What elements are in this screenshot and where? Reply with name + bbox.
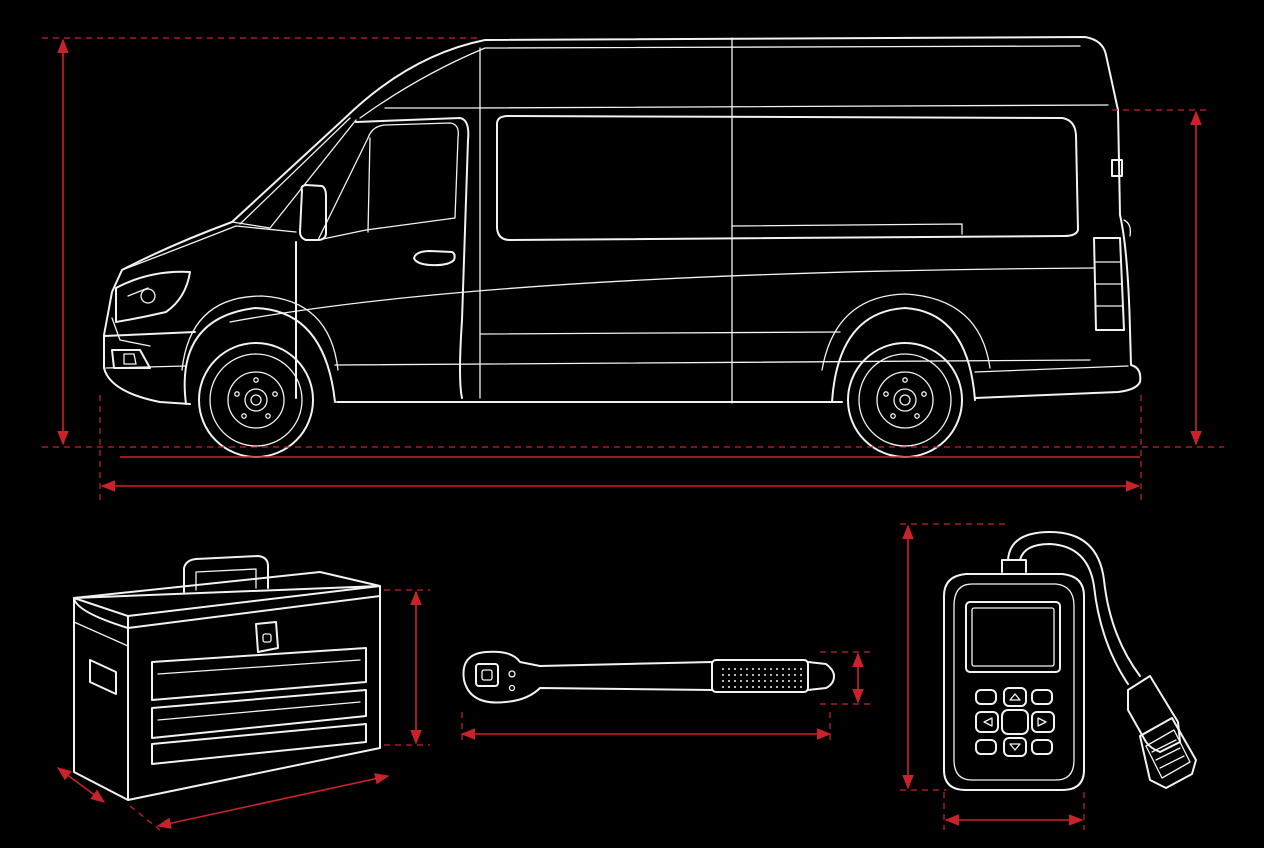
- cargo-van-side-view-icon: [103, 36, 1142, 458]
- obd-scanner-icon: [943, 531, 1197, 791]
- toolbox-dimension-lines: [56, 589, 430, 831]
- toolbox-icon: [73, 555, 381, 801]
- ratchet-wrench-icon: [462, 650, 835, 704]
- ratchet-dimension-lines: [460, 651, 870, 744]
- van-dimension-lines: [42, 37, 1224, 500]
- scanner-dimension-lines: [900, 523, 1085, 830]
